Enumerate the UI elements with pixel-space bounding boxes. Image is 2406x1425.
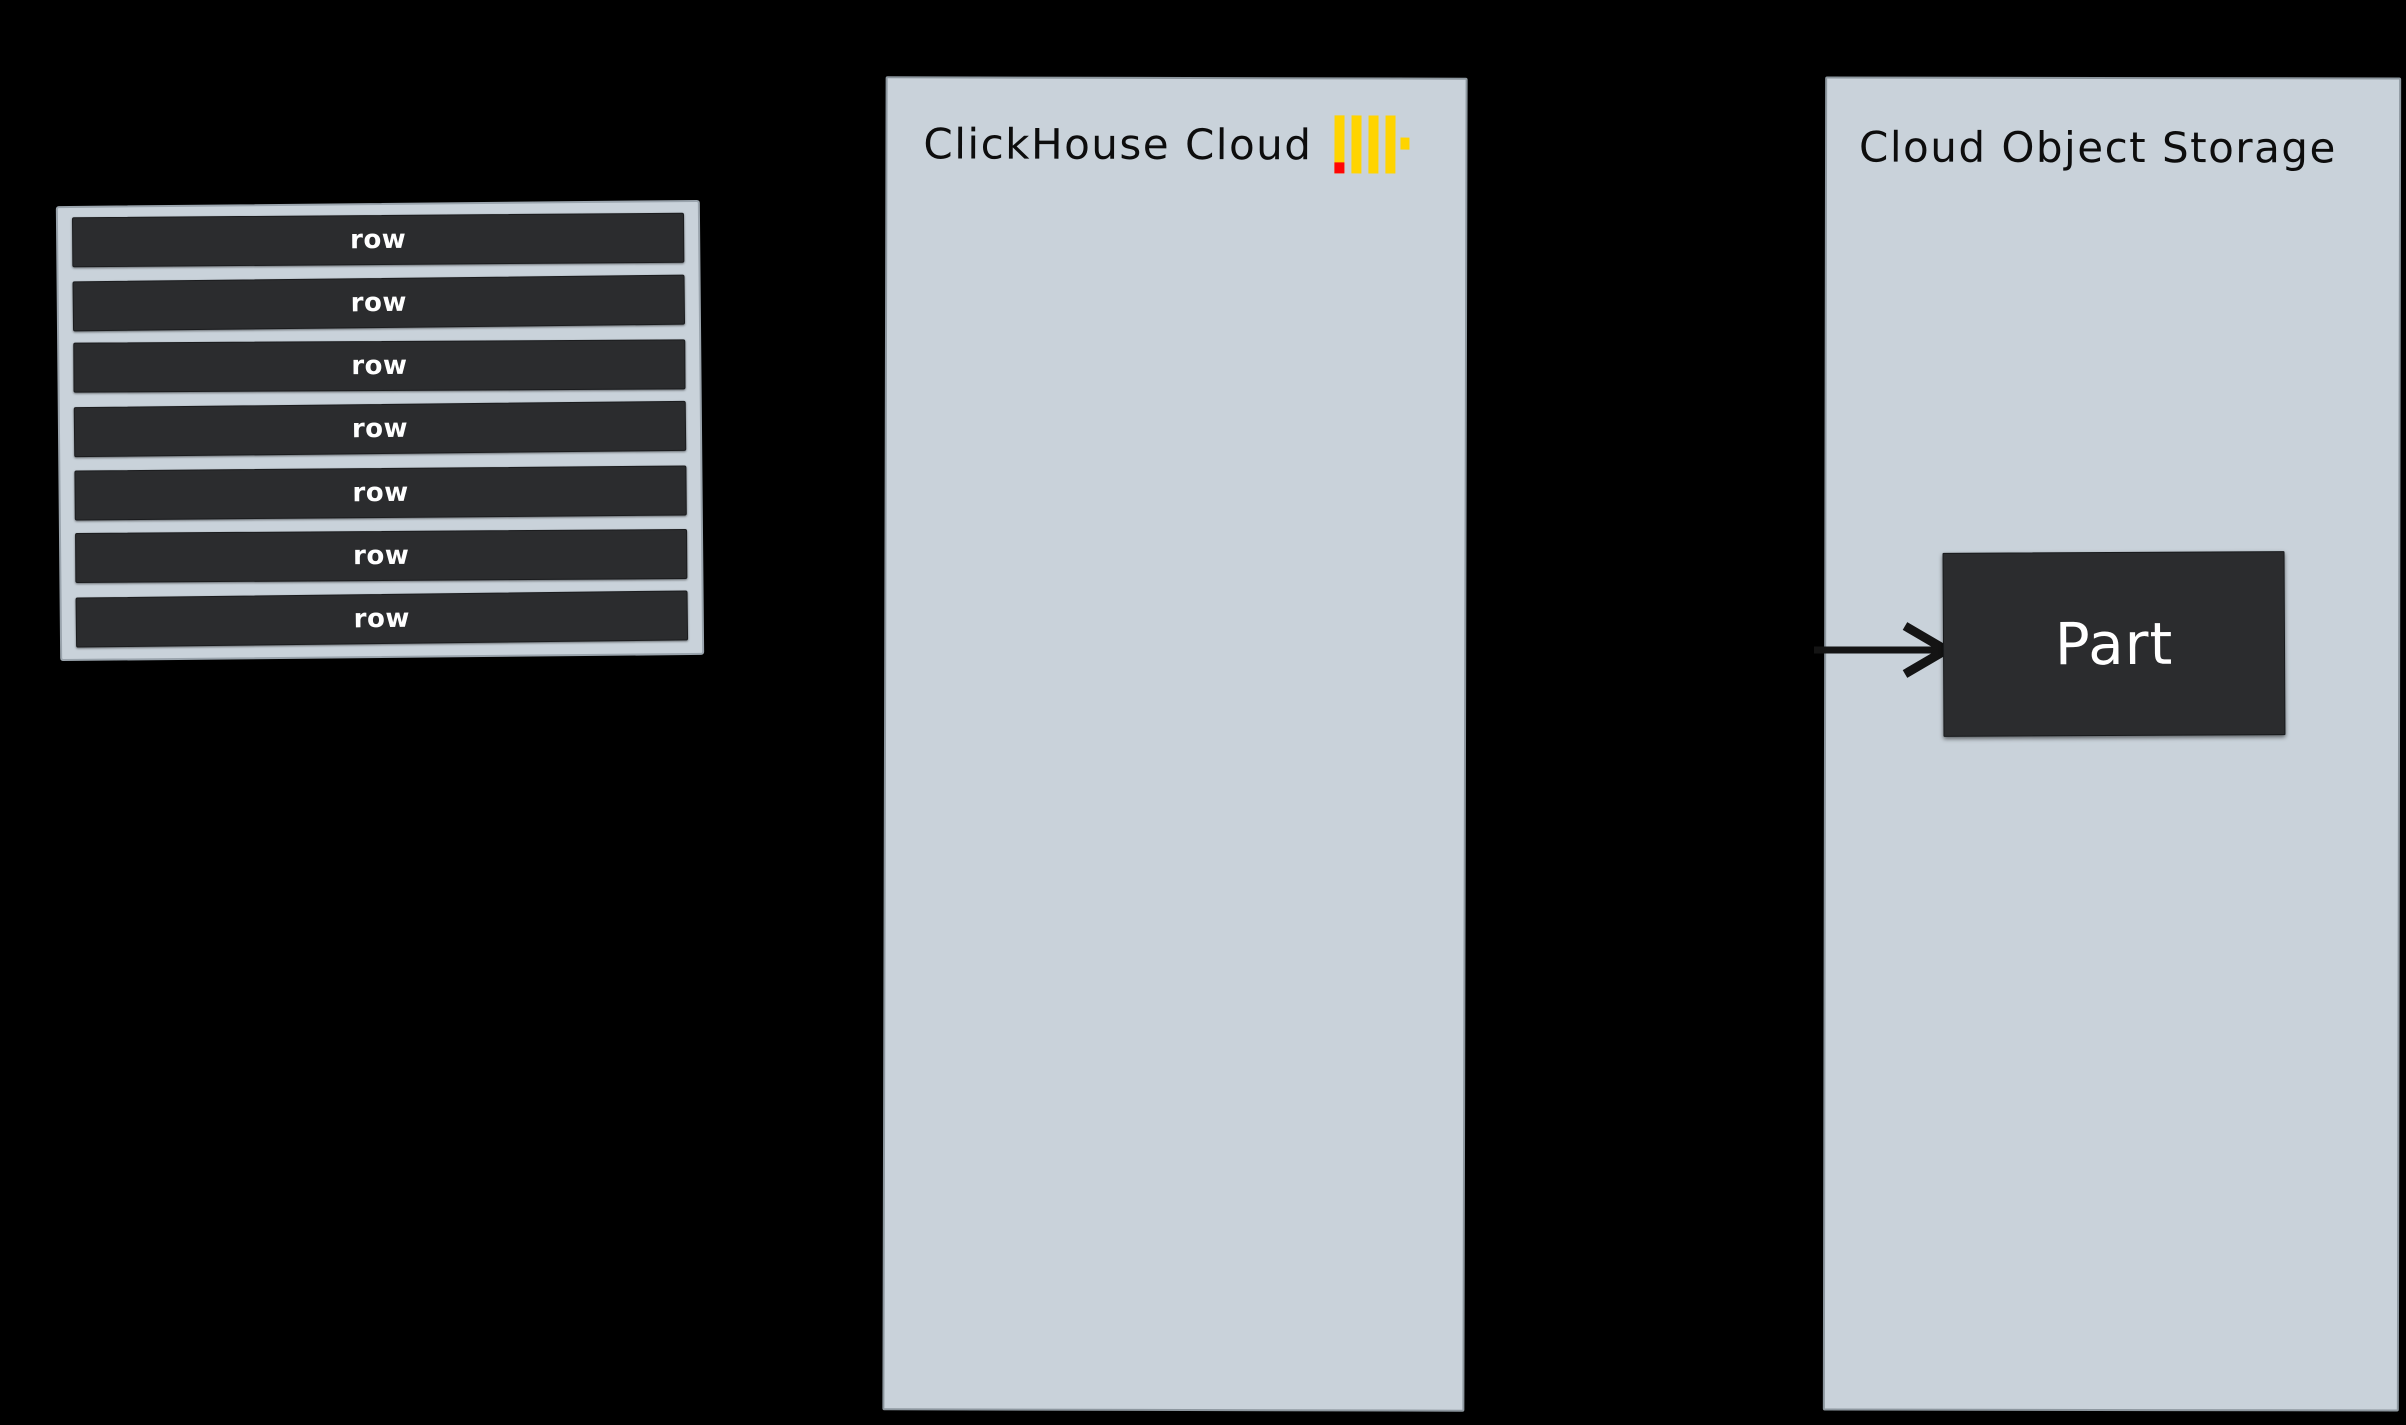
- logo-accent-square: [1334, 162, 1345, 174]
- row-item: row: [75, 528, 688, 583]
- clickhouse-cloud-panel: ClickHouse Cloud: [882, 76, 1468, 1412]
- logo-bar: [1368, 115, 1379, 174]
- row-item: row: [74, 465, 687, 521]
- logo-bar: [1351, 115, 1362, 174]
- row-item: row: [73, 401, 687, 458]
- row-label: row: [349, 224, 407, 256]
- row-label: row: [351, 414, 409, 445]
- row-label: row: [351, 351, 408, 382]
- row-label: row: [353, 603, 411, 635]
- cloud-object-storage-panel: Cloud Object Storage: [1822, 76, 2402, 1412]
- clickhouse-cloud-title: ClickHouse Cloud: [923, 118, 1313, 169]
- rows-container: row row row row row row row: [55, 199, 705, 662]
- row-item: row: [72, 274, 686, 332]
- row-item: row: [71, 212, 685, 268]
- cloud-object-storage-title: Cloud Object Storage: [1858, 122, 2337, 173]
- clickhouse-cloud-header: ClickHouse Cloud: [923, 114, 1410, 174]
- row-item: row: [75, 590, 689, 648]
- part-box: Part: [1942, 551, 2286, 737]
- row-label: row: [352, 477, 409, 508]
- row-label: row: [352, 540, 410, 571]
- row-item: row: [73, 339, 686, 393]
- logo-dot-square: [1400, 137, 1410, 150]
- part-label: Part: [2054, 609, 2174, 679]
- row-label: row: [350, 287, 408, 319]
- clickhouse-logo-icon: [1334, 115, 1410, 174]
- logo-bar: [1385, 115, 1396, 174]
